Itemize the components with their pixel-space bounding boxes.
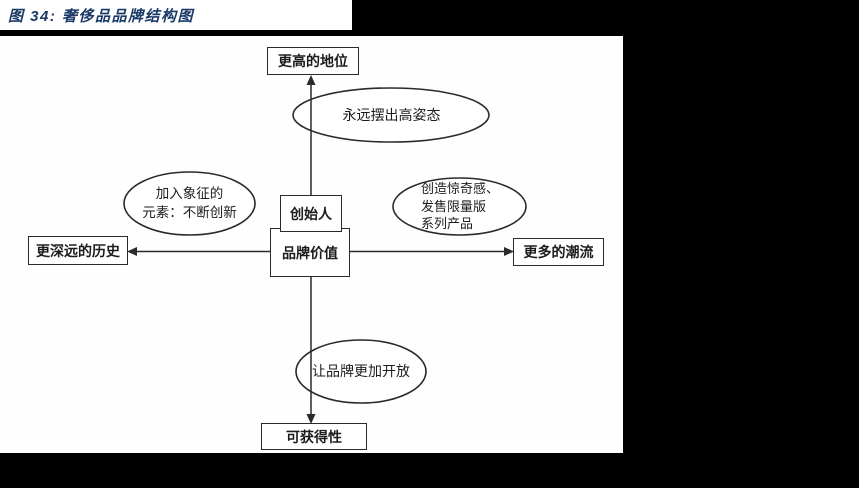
- arrow-left-icon: [127, 247, 137, 256]
- node-brand-value: 品牌价值: [270, 228, 350, 277]
- strategy-right-line1: 创造惊奇感、: [421, 181, 500, 197]
- strategy-bottom-text: 让品牌更加开放: [312, 363, 410, 380]
- strategy-ellipse-bottom: [295, 339, 427, 404]
- strategy-right-line2: 发售限量版: [421, 198, 487, 214]
- strategy-bottom-label: 让品牌更加开放: [296, 340, 426, 403]
- node-availability-label: 可获得性: [286, 428, 342, 445]
- node-deeper-history-label: 更深远的历史: [36, 242, 120, 259]
- node-brand-value-label: 品牌价值: [282, 244, 338, 261]
- strategy-right-label: 创造惊奇感、 发售限量版 系列产品: [393, 178, 526, 235]
- strategy-left-line1: 加入象征的: [155, 186, 224, 202]
- arrow-right-icon: [504, 247, 514, 256]
- node-founder: 创始人: [280, 195, 342, 232]
- strategy-ellipse-right: [392, 177, 527, 236]
- diagram-lines-layer: [123, 75, 527, 424]
- node-higher-status: 更高的地位: [267, 47, 359, 75]
- strategy-left-label: 加入象征的 元素：不断创新: [124, 172, 255, 235]
- node-availability: 可获得性: [261, 423, 367, 450]
- strategy-left-line2: 元素：不断创新: [142, 204, 237, 220]
- node-more-trends: 更多的潮流: [513, 238, 604, 266]
- node-founder-label: 创始人: [290, 205, 332, 222]
- arrow-up-icon: [306, 75, 316, 85]
- strategy-top-text: 永远摆出高姿态: [342, 106, 441, 123]
- strategy-ellipse-top: [292, 87, 490, 143]
- node-deeper-history: 更深远的历史: [28, 236, 128, 265]
- figure-title-strip: 图 34: 奢侈品品牌结构图: [0, 0, 352, 30]
- diagram-panel: 更高的地位 更深远的历史 更多的潮流 可获得性 品牌价值 创始人 永远摆出高姿态…: [0, 36, 623, 453]
- figure-title: 图 34: 奢侈品品牌结构图: [8, 7, 195, 25]
- strategy-right-line3: 系列产品: [421, 216, 474, 232]
- node-higher-status-label: 更高的地位: [278, 53, 348, 69]
- arrow-down-icon: [306, 414, 316, 424]
- strategy-top-label: 永远摆出高姿态: [293, 88, 490, 142]
- strategy-ellipse-left: [123, 171, 256, 236]
- node-more-trends-label: 更多的潮流: [523, 244, 594, 260]
